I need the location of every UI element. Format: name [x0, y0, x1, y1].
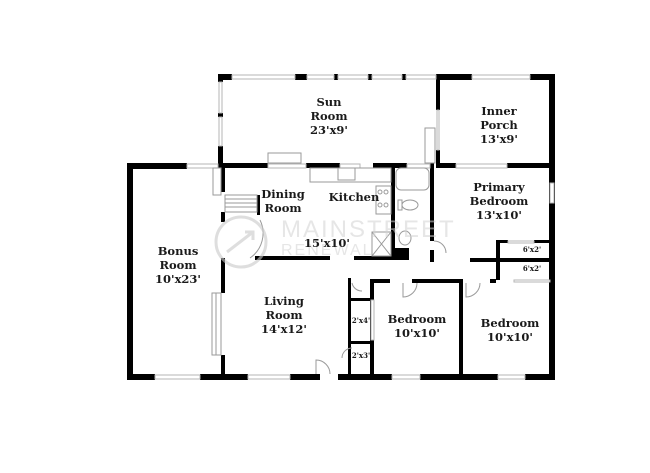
- windows: [154, 74, 555, 380]
- closet-label-hall-1: 2'x4': [351, 316, 371, 325]
- room-label-bedroom-2: Bedroom 10'x10': [480, 316, 540, 344]
- room-label-sun-room: Sun Room 23'x9': [310, 95, 348, 137]
- room-label-living-room: Living Room 14'x12': [261, 294, 307, 336]
- closet-label-primary-1: 6'x2': [522, 245, 542, 254]
- room-label-bonus-room: Bonus Room 10'x23': [155, 244, 201, 286]
- room-label-dining-kitchen-dims: 15'x10': [304, 236, 350, 250]
- closet-label-primary-2: 6'x2': [522, 264, 542, 273]
- room-label-dining-room: Dining Room: [261, 187, 305, 215]
- room-label-kitchen: Kitchen: [328, 190, 380, 204]
- room-label-inner-porch: Inner Porch 13'x9': [480, 104, 518, 146]
- room-label-primary-bedroom: Primary Bedroom 13'x10': [469, 180, 529, 222]
- room-label-bedroom-1: Bedroom 10'x10': [387, 312, 447, 340]
- closet-label-hall-2: 2'x3': [351, 351, 371, 360]
